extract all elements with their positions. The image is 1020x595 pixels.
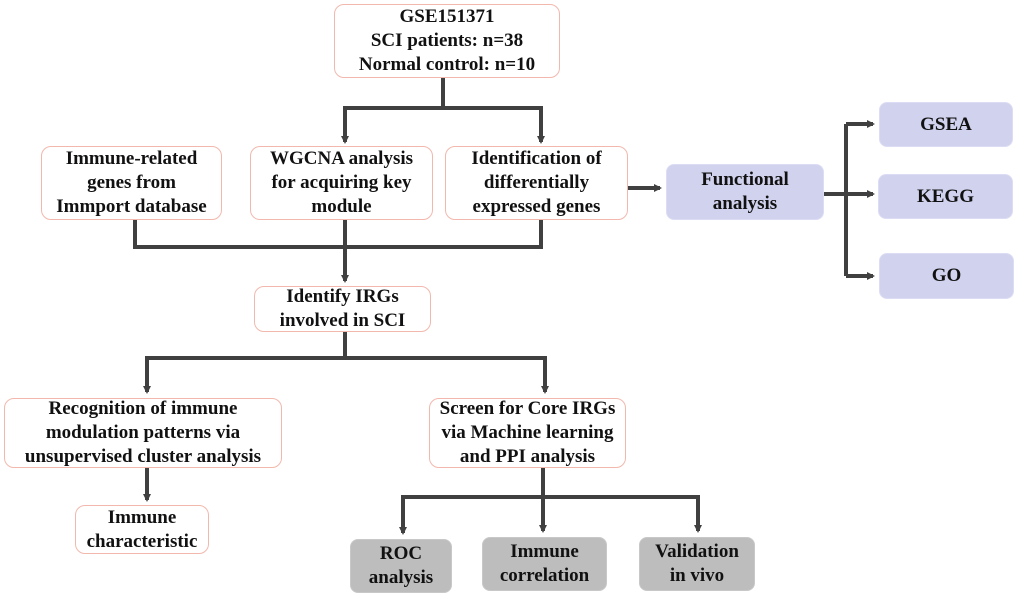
node-immune-genes: Immune-related genes from Immport databa… [41,146,222,220]
node-gsea: GSEA [879,102,1013,147]
node-deg: Identification of differentially express… [445,146,628,220]
node-dataset: GSE151371 SCI patients: n=38 Normal cont… [334,4,560,78]
node-validation-in-vivo: Validation in vivo [639,537,755,591]
node-recognition: Recognition of immune modulation pattern… [4,398,282,468]
connector-screen [403,468,698,499]
node-kegg: KEGG [878,174,1013,219]
node-screen-core-irgs: Screen for Core IRGs via Machine learnin… [429,398,626,468]
connector-merge [133,219,543,249]
node-go: GO [879,253,1014,299]
node-functional-analysis: Functional analysis [666,164,824,220]
node-wgcna: WGCNA analysis for acquiring key module [250,146,433,220]
connector-identify [147,331,545,360]
node-identify-irgs: Identify IRGs involved in SCI [254,286,431,332]
node-immune-correlation: Immune correlation [482,537,607,591]
node-roc-analysis: ROC analysis [350,539,452,593]
node-immune-characteristic: Immune characteristic [75,505,209,554]
connector-dataset [345,78,541,110]
connector-functional [824,124,848,276]
